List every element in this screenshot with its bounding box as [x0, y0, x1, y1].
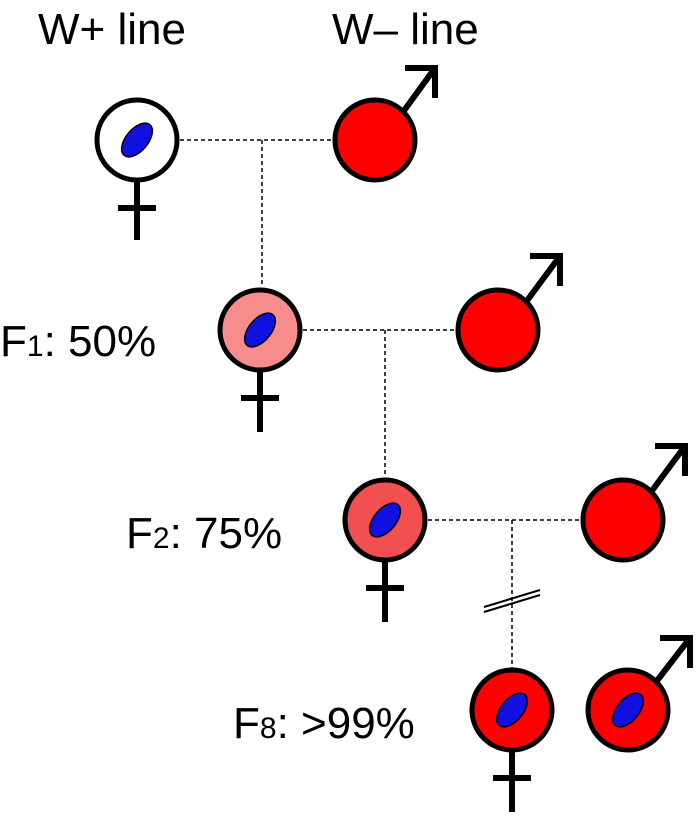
- female-symbol-icon: [118, 180, 156, 240]
- w-minus-line-header: W– line: [332, 5, 479, 54]
- f2-female: [342, 477, 428, 622]
- cross-line-1: [180, 139, 333, 287]
- w-minus-male-parent: [332, 65, 438, 183]
- male-symbol-icon: [648, 443, 688, 494]
- f1-subscript: 1: [26, 330, 44, 363]
- nucleus-icon: [495, 692, 529, 728]
- female-symbol-icon: [493, 750, 531, 812]
- nucleus-icon: [611, 692, 645, 728]
- w-plus-line-header: W+ line: [38, 5, 186, 54]
- w-minus-cell: [455, 287, 541, 373]
- female-symbol-icon: [366, 560, 404, 622]
- generation-break-icon: [483, 589, 541, 613]
- w-minus-cell: [580, 477, 666, 563]
- f1-female: [217, 287, 303, 432]
- w-minus-cell: [332, 97, 418, 183]
- f8-prefix: F: [233, 699, 260, 748]
- nucleus-icon: [368, 502, 402, 538]
- f2-label: F2: 75%: [126, 512, 282, 556]
- f8-subscript: 8: [259, 712, 277, 745]
- male-symbol-icon: [653, 635, 693, 684]
- cross-line-2: [303, 329, 456, 477]
- f2-subscript: 2: [152, 522, 170, 555]
- f8-percentage: : >99%: [276, 699, 415, 748]
- f8-male: [585, 635, 693, 753]
- male-symbol-icon: [523, 253, 563, 304]
- f1-male: [455, 253, 563, 373]
- f8-label: F8: >99%: [233, 702, 415, 746]
- f2-prefix: F: [126, 509, 153, 558]
- f1-label: F1: 50%: [0, 320, 156, 364]
- f8-female: [469, 667, 555, 812]
- nucleus-icon: [243, 312, 277, 348]
- f2-percentage: : 75%: [169, 509, 283, 558]
- f1-percentage: : 50%: [43, 317, 157, 366]
- cross-line-3: [428, 519, 581, 668]
- female-symbol-icon: [241, 370, 279, 432]
- male-symbol-icon: [400, 65, 438, 114]
- w-plus-female: [94, 97, 180, 240]
- f2-male: [580, 443, 688, 563]
- f1-prefix: F: [0, 317, 27, 366]
- nucleus-icon: [120, 122, 154, 158]
